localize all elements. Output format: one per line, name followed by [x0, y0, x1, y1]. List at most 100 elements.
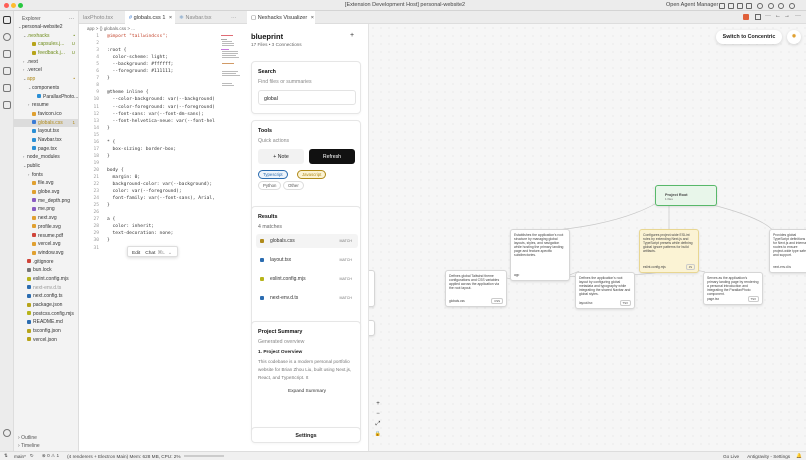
minimap[interactable] — [219, 33, 241, 93]
graph-canvas[interactable]: Project Root 1 files Defines global Tail… — [369, 24, 806, 451]
fit-view-button[interactable]: ⤢ — [375, 421, 381, 427]
run-debug-icon[interactable] — [3, 67, 11, 75]
tree-item[interactable]: me.png — [14, 205, 78, 214]
tree-item[interactable]: vercel.svg — [14, 240, 78, 249]
tree-item[interactable]: layout.tsx — [14, 127, 78, 136]
tree-item[interactable]: window.svg — [14, 249, 78, 258]
tree-item[interactable]: resume.pdf — [14, 232, 78, 241]
more-tabs-icon[interactable]: ··· — [231, 15, 237, 21]
search-input[interactable]: global — [258, 90, 356, 105]
tree-item[interactable]: next.svg — [14, 214, 78, 223]
tab-parallaxphoto[interactable]: laxPhoto.tsx — [79, 11, 125, 24]
more-actions-icon[interactable]: ··· — [69, 16, 74, 22]
search-icon[interactable] — [3, 33, 11, 41]
close-icon[interactable]: × — [168, 15, 173, 21]
chevron-down-icon[interactable]: ⌄ — [18, 24, 22, 29]
graph-node-partial-left[interactable] — [369, 270, 375, 307]
account-icon[interactable] — [3, 429, 11, 437]
tab-navbar[interactable]: ⚛ Navbar.tsx — [175, 11, 223, 24]
add-note-button[interactable]: + Note — [258, 149, 304, 164]
tree-item[interactable]: feedback.j...U — [14, 49, 78, 58]
tree-item[interactable]: file.svg — [14, 179, 78, 188]
graph-node-root[interactable]: Project Root 1 files — [655, 185, 717, 206]
filter-javascript[interactable]: Javascript — [297, 170, 327, 179]
source-control-icon[interactable] — [3, 50, 11, 58]
minimize-window-button[interactable] — [11, 3, 16, 8]
remote-explorer-icon[interactable] — [3, 84, 11, 92]
sync-icon[interactable]: ↻ — [29, 453, 34, 458]
account-icon[interactable] — [778, 2, 784, 9]
switch-to-concentric-button[interactable]: Switch to Concentric — [716, 30, 782, 44]
chevron-down-icon[interactable]: ⌄ — [23, 76, 27, 82]
graph-node-app[interactable]: Establishes the application's root struc… — [510, 229, 570, 281]
graph-node-partial-left-2[interactable] — [369, 320, 375, 336]
graph-node-next-env[interactable]: Provides global TypeScript definitions f… — [769, 229, 806, 273]
extensions-icon[interactable] — [3, 101, 11, 109]
tree-item[interactable]: favicon.ico — [14, 110, 78, 119]
tree-item[interactable]: me_depth.png — [14, 197, 78, 206]
tree-item[interactable]: next-env.d.ts — [14, 284, 78, 293]
chevron-down-icon[interactable]: ⌄ — [167, 250, 172, 256]
lock-icon[interactable]: 🔒 — [374, 431, 382, 437]
tree-item[interactable]: eslint.config.mjs — [14, 275, 78, 284]
tree-item[interactable]: Navbar.tsx — [14, 136, 78, 145]
tree-item[interactable]: ›.next — [14, 58, 78, 67]
tree-item[interactable]: ⌄public — [14, 162, 78, 171]
settings-button[interactable]: Settings — [251, 427, 361, 443]
timeline-section[interactable]: › Timeline — [18, 443, 40, 449]
tab-globals-css[interactable]: # globals.css 1 × — [125, 11, 175, 24]
open-agent-manager-button[interactable]: Open Agent Manager — [666, 2, 719, 8]
theme-toggle-icon[interactable]: ✹ — [787, 30, 801, 44]
chevron-down-icon[interactable]: ⌄ — [23, 32, 27, 38]
tree-item[interactable]: ›.vercel — [14, 66, 78, 75]
tree-item[interactable]: package.json — [14, 301, 78, 310]
back-arrow-icon[interactable]: ← — [775, 13, 781, 19]
toggle-secondary-sidebar-icon[interactable] — [737, 2, 743, 9]
close-window-button[interactable] — [4, 3, 9, 8]
graph-node-globals[interactable]: Defines global Tailwind theme configurat… — [445, 270, 507, 307]
antigravity-settings[interactable]: Antigravity - Settings — [747, 453, 791, 459]
remote-icon[interactable]: ⇅ — [4, 453, 8, 458]
tab-nexhacks-visualizer[interactable]: ▢ Nexhacks Visualizer × — [247, 11, 315, 24]
tree-item[interactable]: globe.svg — [14, 188, 78, 197]
customize-layout-icon[interactable] — [746, 2, 752, 9]
filter-other[interactable]: Other — [283, 181, 304, 190]
go-live-button[interactable]: Go Live — [723, 453, 740, 459]
notifications-icon[interactable]: 🔔 — [796, 453, 802, 458]
tree-item[interactable]: ⌄components — [14, 84, 78, 93]
zoom-in-button[interactable]: + — [376, 401, 380, 407]
tree-item[interactable]: ⌄personal-website2 — [14, 23, 78, 32]
tree-item[interactable]: vercel.json — [14, 336, 78, 345]
tree-item[interactable]: ›resume — [14, 101, 78, 110]
problems-indicator[interactable]: ⊗ 0 ⚠ 1 — [41, 453, 60, 458]
tree-item[interactable]: next.config.ts — [14, 292, 78, 301]
maximize-window-button[interactable] — [18, 3, 23, 8]
tree-item[interactable]: ›fonts — [14, 171, 78, 180]
settings-icon[interactable] — [789, 2, 795, 9]
toggle-sidebar-icon[interactable] — [719, 2, 725, 9]
breadcrumb[interactable]: app > {} globals.css > ... — [79, 24, 243, 33]
chat-button[interactable]: Chat — [145, 250, 156, 256]
tree-item[interactable]: postcss.config.mjs — [14, 310, 78, 319]
tree-item[interactable]: ⌄app• — [14, 75, 78, 84]
tree-item[interactable]: tsconfig.json — [14, 327, 78, 336]
split-editor-icon[interactable] — [755, 14, 761, 20]
zoom-out-button[interactable]: − — [376, 411, 380, 417]
chevron-right-icon[interactable]: › — [28, 102, 30, 108]
tree-item[interactable]: bun.lock — [14, 266, 78, 275]
tree-item[interactable]: ›node_modules — [14, 153, 78, 162]
tree-item[interactable]: ⌄.nexhacks• — [14, 32, 78, 41]
extension-icon[interactable] — [743, 14, 749, 20]
graph-node-eslint[interactable]: Configures project-wide ESLint rules by … — [639, 229, 699, 273]
chevron-right-icon[interactable]: › — [23, 58, 25, 64]
filter-python[interactable]: Python — [258, 181, 282, 190]
tree-item[interactable]: profile.svg — [14, 223, 78, 232]
close-icon[interactable]: × — [310, 15, 314, 21]
more-actions-icon[interactable]: ··· — [795, 13, 801, 19]
tree-item[interactable]: README.md — [14, 318, 78, 327]
